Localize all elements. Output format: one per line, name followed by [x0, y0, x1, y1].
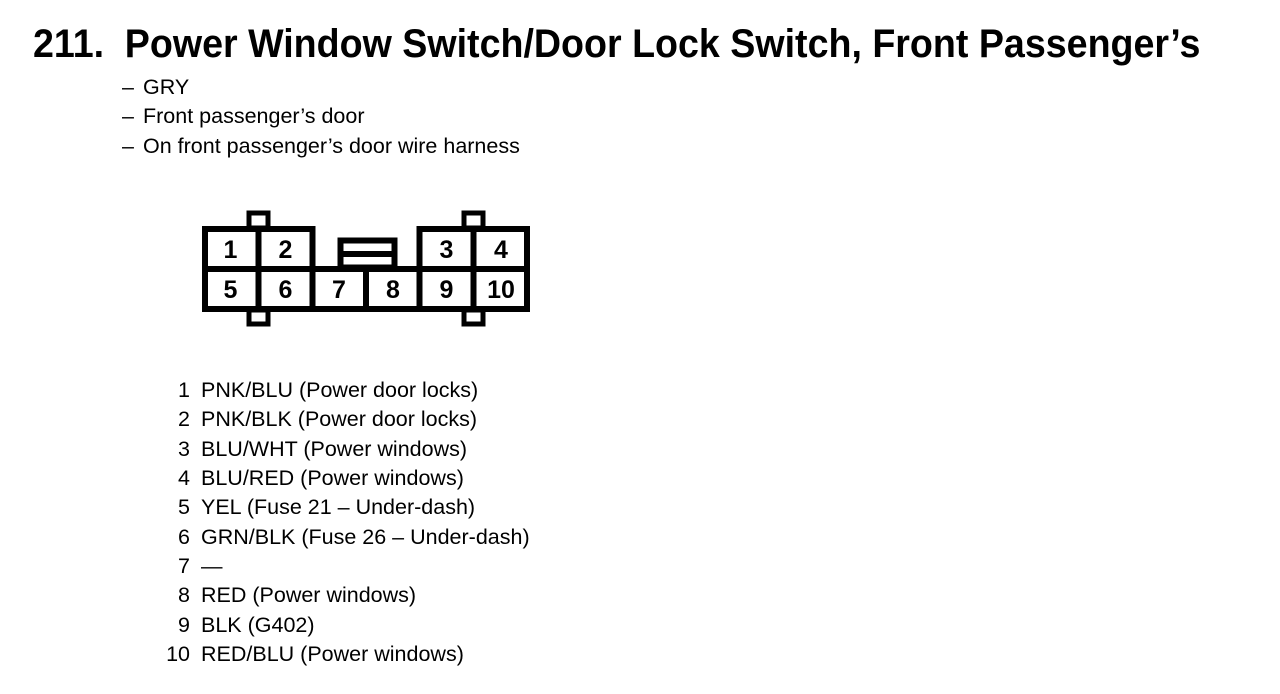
pin-row: 1 PNK/BLU (Power door locks) [160, 376, 530, 405]
pin-row-number: 6 [178, 524, 190, 549]
connector-top-left-block [202, 226, 316, 272]
pin-row-number: 5 [178, 495, 190, 520]
mount-tab-icon [246, 307, 271, 327]
pin-row: 4 BLU/RED (Power windows) [160, 464, 530, 493]
pin-row: 6 GRN/BLK (Fuse 26 – Under-dash) [160, 523, 530, 552]
pin-row-number: 1 [178, 378, 190, 402]
mount-tab-icon [461, 307, 486, 327]
figure-title: Power Window Switch/Door Lock Switch, Fr… [124, 22, 1201, 66]
pin-row-desc: — [201, 553, 223, 578]
pin-number: 10 [487, 276, 515, 304]
pin-number: 8 [386, 276, 400, 304]
pin-row-desc: YEL (Fuse 21 – Under-dash) [201, 495, 476, 520]
pin-number: 6 [279, 276, 293, 304]
pin-number: 3 [440, 236, 454, 264]
detail-text: On front passenger’s door wire harness [143, 133, 520, 158]
pin-row-desc: BLU/WHT (Power windows) [201, 436, 468, 461]
pin-number: 7 [332, 276, 346, 304]
pin-row-number: 4 [178, 465, 190, 490]
connector-top-right-block [416, 226, 531, 272]
pin-row: 2 PNK/BLK (Power door locks) [160, 405, 530, 434]
pin-row-desc: BLK (G402) [201, 612, 315, 637]
mount-tab-icon [246, 210, 271, 231]
pin-row-number: 7 [178, 553, 190, 578]
pin-row: 5 YEL (Fuse 21 – Under-dash) [160, 493, 530, 522]
pin-row-desc: PNK/BLK (Power door locks) [201, 407, 478, 432]
detail-harness: – On front passenger’s door wire harness [122, 132, 520, 161]
detail-location: – Front passenger’s door [122, 102, 520, 131]
dash-bullet: – [122, 75, 134, 99]
figure-header: 211. Power Window Switch/Door Lock Switc… [33, 24, 1200, 64]
pin-row: 8 RED (Power windows) [160, 581, 530, 610]
pin-row-desc: PNK/BLU (Power door locks) [201, 378, 479, 402]
figure-number: 211. [33, 22, 105, 66]
pin-row-number: 10 [166, 641, 190, 666]
pin-row-desc: RED (Power windows) [201, 583, 417, 608]
pin-list: 1 PNK/BLU (Power door locks) 2 PNK/BLK (… [160, 376, 530, 669]
pin-row: 7 — [160, 552, 530, 581]
dash-bullet: – [122, 133, 134, 158]
pin-row-number: 2 [178, 407, 190, 432]
pin-row: 3 BLU/WHT (Power windows) [160, 435, 530, 464]
pin-row-desc: RED/BLU (Power windows) [201, 641, 464, 666]
pin-row-desc: BLU/RED (Power windows) [201, 465, 464, 490]
pin-number: 5 [224, 276, 238, 304]
pin-row-desc: GRN/BLK (Fuse 26 – Under-dash) [201, 524, 530, 549]
pin-row: 10 RED/BLU (Power windows) [160, 640, 530, 669]
pin-number: 2 [279, 236, 293, 264]
pin-row: 9 BLK (G402) [160, 611, 530, 640]
connector-latch-icon [337, 237, 398, 271]
connector-bottom-row [202, 266, 530, 312]
detail-text: Front passenger’s door [143, 104, 365, 129]
pin-row-number: 8 [178, 583, 190, 608]
pin-number: 4 [494, 236, 508, 264]
pin-row-number: 3 [178, 436, 190, 461]
detail-color: – GRY [122, 73, 520, 102]
mount-tab-icon [461, 210, 486, 231]
dash-bullet: – [122, 104, 134, 129]
connector-details: – GRY – Front passenger’s door – On fron… [122, 73, 520, 161]
connector-diagram: 1 2 3 4 5 6 7 8 9 10 [202, 210, 531, 327]
detail-text: GRY [143, 75, 190, 99]
pin-number: 1 [224, 236, 238, 264]
pin-row-number: 9 [178, 612, 190, 637]
pin-number: 9 [440, 276, 454, 304]
